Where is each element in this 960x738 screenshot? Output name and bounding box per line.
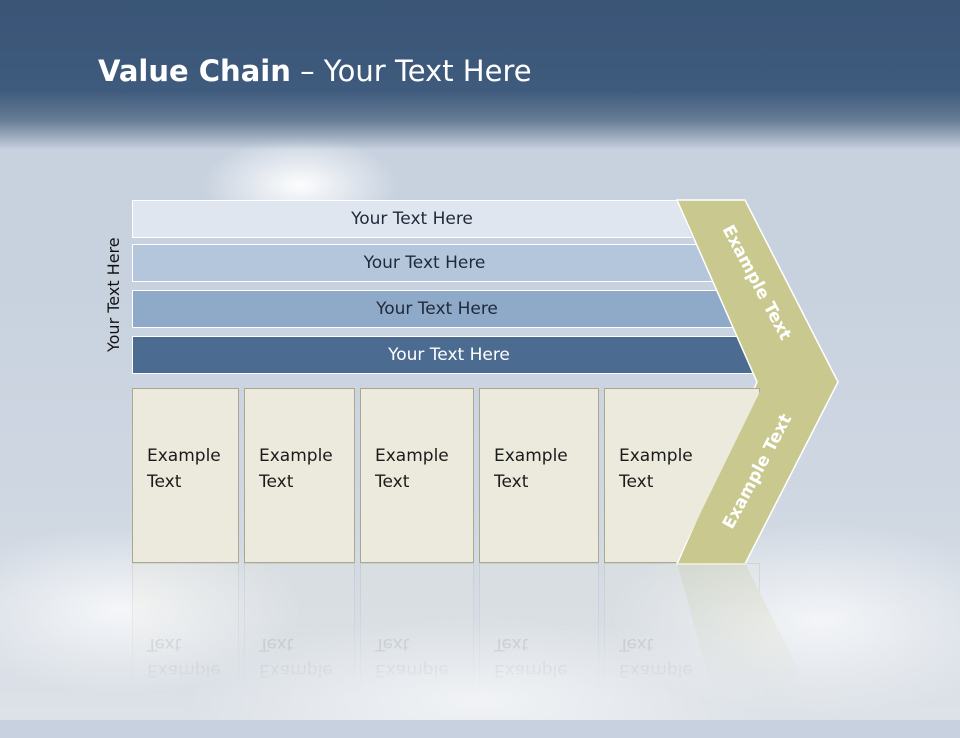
cell-1-line1: Example [147,446,221,466]
cell-4-line2: Text [494,472,529,492]
band-3-label: Your Text Here [376,299,498,319]
band-3[interactable]: Your Text Here [132,290,742,328]
example-cell-4[interactable]: Example Text [479,388,599,563]
page-title: Value Chain – Your Text Here [98,54,532,88]
band-2-label: Your Text Here [363,253,486,273]
cell-2-line2: Text [259,472,294,492]
example-cell-3[interactable]: Example Text [360,388,474,563]
header-banner [0,0,960,150]
title-bold: Value Chain [98,54,291,88]
cell-5-line2: Text [619,472,654,492]
example-cell-2[interactable]: Example Text [244,388,355,563]
band-4[interactable]: Your Text Here [132,336,766,374]
cell-2-line1: Example [259,446,333,466]
title-rest: – Your Text Here [290,54,532,88]
example-cell-1[interactable]: Example Text [132,388,239,563]
chevron-graphic[interactable]: Example Text Example Text [0,0,960,720]
band-1-label: Your Text Here [351,209,473,229]
cell-5-line1: Example [619,446,693,466]
cell-3-line2: Text [375,472,410,492]
band-2[interactable]: Your Text Here [132,244,717,282]
cell-3-line1: Example [375,446,449,466]
band-4-label: Your Text Here [388,345,510,365]
cell-4-line1: Example [494,446,568,466]
cell-1-line2: Text [147,472,182,492]
